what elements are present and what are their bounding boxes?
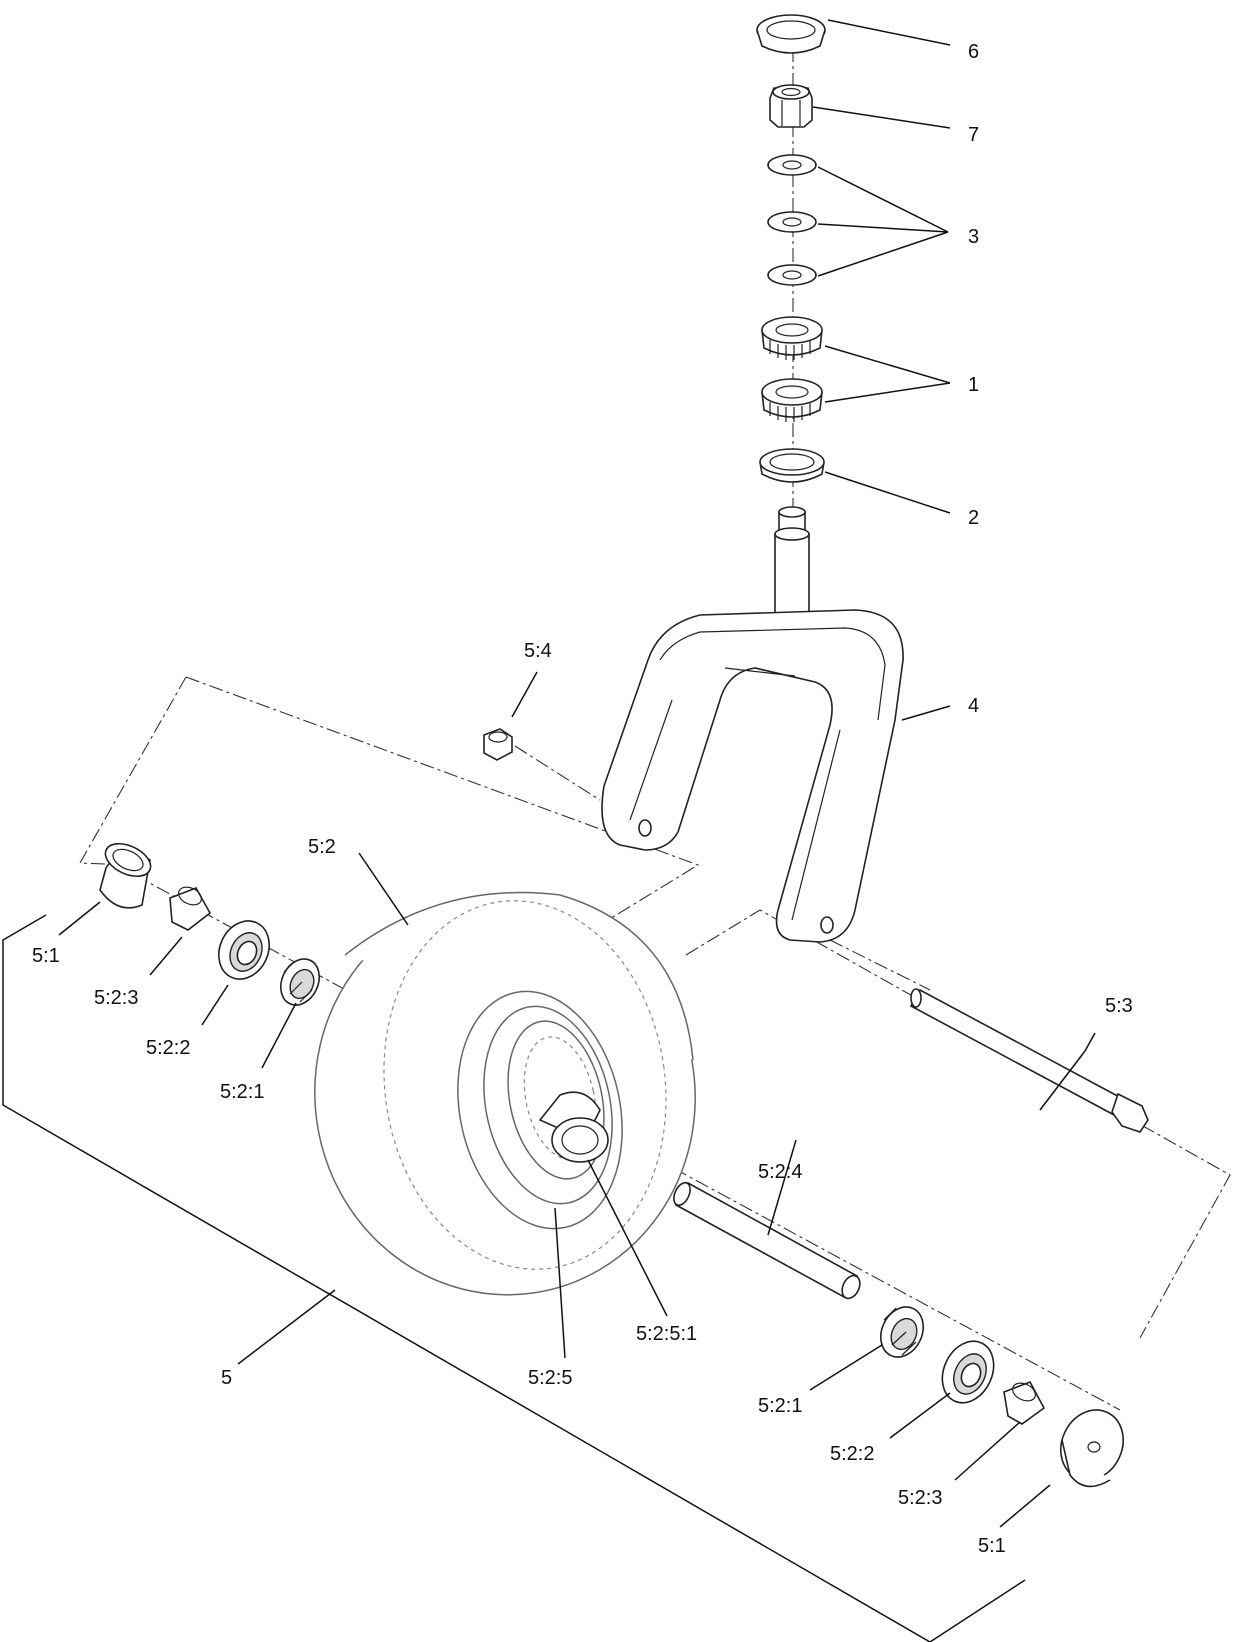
bearing-cone-part-5-2-1-right [880, 1306, 924, 1358]
spacer-part-5-2-3-right [1003, 1381, 1046, 1425]
callout-5-2-5-1: 5:2:5:1 [636, 1323, 697, 1345]
callout-5-2-3-right: 5:2:3 [898, 1487, 942, 1509]
wheel-seal-part-5-1-right [1060, 1409, 1124, 1488]
tapered-bearing-part-1-upper [761, 316, 823, 360]
callout-5-1-right: 5:1 [978, 1535, 1006, 1557]
bearing-seal-part-5-2-2-right [941, 1340, 995, 1404]
washer-part-3-a [767, 154, 817, 176]
callout-labels: 6 7 3 1 2 4 5:4 5:2 5:3 5:2:4 5:1 5:2:3 … [32, 41, 1133, 1557]
wheel-seal-part-5-1-left [99, 842, 152, 909]
bearing-seal-part-5-2-2-left [218, 920, 270, 980]
callout-5-2-2-left: 5:2:2 [146, 1037, 190, 1059]
assembly-boundary-right [685, 909, 1231, 1339]
washer-part-3-b [767, 211, 817, 233]
bolt-axis [829, 939, 931, 991]
callout-5-1-left: 5:1 [32, 945, 60, 967]
callout-5-2-3-left: 5:2:3 [94, 987, 138, 1009]
axle-bolt-part-5-3 [909, 988, 1149, 1133]
callout-5: 5 [221, 1367, 232, 1389]
assembly-boundary-top [185, 676, 700, 921]
callout-5-2-5: 5:2:5 [528, 1367, 572, 1389]
axle-tube-part-5-2-4 [673, 1181, 861, 1300]
callout-1: 1 [968, 374, 979, 396]
callout-6: 6 [968, 41, 979, 63]
caster-fork-part-4 [601, 506, 904, 943]
spacer-part-5-2-3-left [169, 886, 212, 931]
assembly-5-frame [2, 914, 1026, 1642]
callout-3: 3 [968, 226, 979, 248]
wheel-axle-axis-left [134, 874, 521, 1086]
bearing-ring-part-2 [759, 448, 825, 483]
callout-5-2-2-right: 5:2:2 [830, 1443, 874, 1465]
bearing-cone-part-5-2-1-left [279, 958, 321, 1006]
callout-4: 4 [968, 695, 979, 717]
leader-lines [58, 19, 1096, 1528]
callout-5-2: 5:2 [308, 836, 336, 858]
assembly-boundary-left [79, 676, 187, 866]
callout-5-2-1-left: 5:2:1 [220, 1081, 264, 1103]
axle-nut-part-5-4 [483, 728, 513, 761]
callout-5-4: 5:4 [524, 640, 552, 662]
tapered-bearing-part-1-lower [761, 378, 823, 422]
fork-axis-upper [514, 745, 601, 801]
callout-7: 7 [968, 124, 979, 146]
callout-2: 2 [968, 507, 979, 529]
callout-5-2-4: 5:2:4 [758, 1161, 802, 1183]
tire-part-5-2 [314, 891, 696, 1296]
callout-5-2-1-right: 5:2:1 [758, 1395, 802, 1417]
dust-cap-part-6 [756, 14, 826, 54]
callout-5-3: 5:3 [1105, 995, 1133, 1017]
washer-part-3-c [767, 264, 817, 286]
lock-nut-part-7 [769, 84, 813, 128]
